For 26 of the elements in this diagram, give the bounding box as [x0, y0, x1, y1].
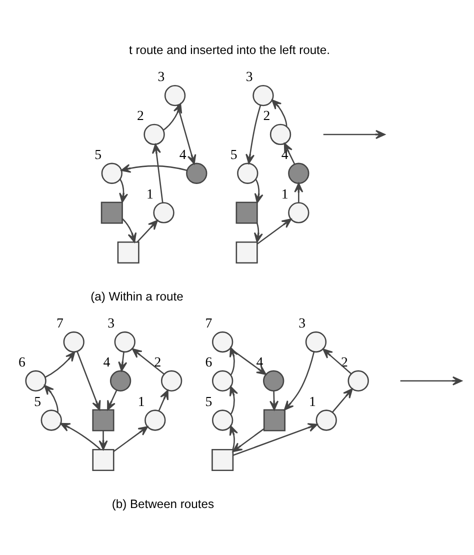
- node-label: 4: [281, 146, 288, 162]
- node-label: 5: [205, 393, 212, 408]
- node-label: 5: [230, 146, 238, 162]
- label: (a) Within a route: [90, 289, 184, 304]
- node-label: 1: [309, 393, 316, 408]
- node-label: 7: [205, 315, 212, 330]
- node-label: 7: [56, 315, 64, 330]
- node-label: 5: [34, 393, 41, 408]
- node-label: 2: [136, 108, 144, 123]
- node-label: 6: [18, 354, 26, 369]
- node-label: 2: [263, 108, 270, 123]
- node-label: 6: [205, 354, 212, 369]
- node-label: 4: [256, 354, 264, 369]
- node-label: 1: [281, 186, 288, 201]
- node-label: 1: [146, 186, 154, 201]
- node-label: 4: [179, 146, 186, 162]
- label: (b) Between routes: [112, 496, 214, 511]
- node-label: 3: [108, 315, 114, 330]
- node-label: 4: [103, 354, 110, 369]
- node-label: 2: [154, 354, 162, 369]
- node-label: 3: [298, 315, 306, 330]
- node-label: 1: [138, 393, 145, 408]
- node-label: 3: [246, 68, 253, 84]
- node-label: 5: [94, 146, 102, 162]
- label: t route and inserted into the left route.: [128, 42, 330, 57]
- node-label: 3: [158, 68, 165, 84]
